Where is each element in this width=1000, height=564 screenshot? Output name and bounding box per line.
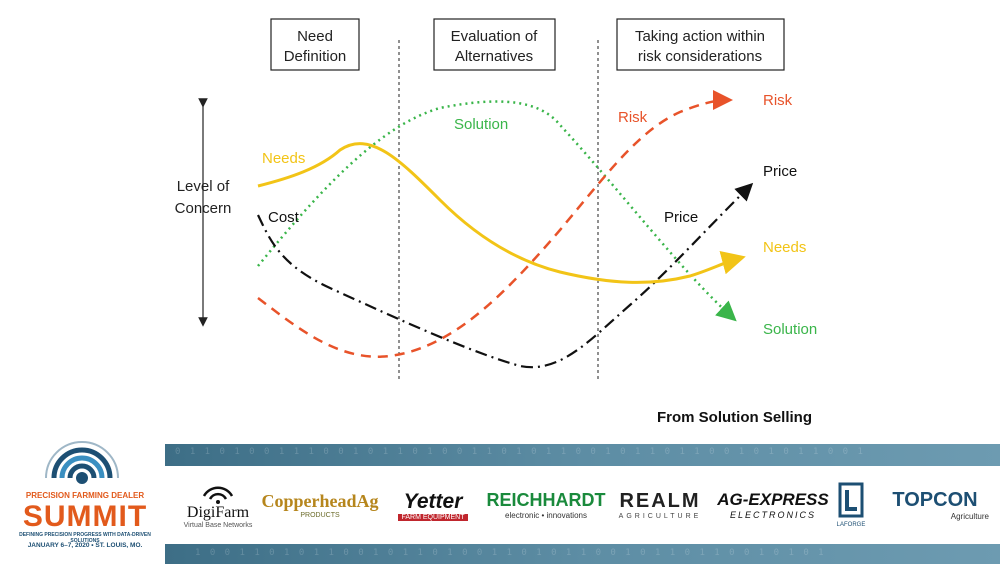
solution-selling-diagram: Need Definition Evaluation of Alternativ…	[175, 18, 817, 382]
price-label-mid: Price	[664, 209, 698, 226]
sponsor-copperheadag: CopperheadAg PRODUCTS	[261, 466, 379, 544]
source-caption: From Solution Selling	[657, 409, 812, 426]
sponsor-sub: ELECTRONICS	[729, 510, 816, 520]
event-tagline: DEFINING PRECISION PROGRESS WITH DATA-DR…	[19, 532, 151, 544]
price-curve	[257, 182, 754, 369]
phase-label-line1: Taking action within	[635, 28, 765, 45]
phase-label-line2: risk considerations	[638, 48, 762, 65]
needs-curve	[257, 142, 746, 284]
risk-label-start: Risk	[618, 109, 648, 126]
sponsor-realm: REALM AGRICULTURE	[607, 466, 713, 544]
sponsor-name: CopperheadAg	[261, 491, 379, 511]
wifi-icon	[202, 486, 234, 504]
sponsor-name: Yetter	[403, 489, 463, 513]
sponsor-digifarm: DigiFarm Virtual Base Networks	[173, 466, 263, 544]
phase-box-taking-action: Taking action within risk considerations	[616, 18, 785, 71]
laforge-logo-icon	[838, 482, 864, 518]
sponsor-name: LAFORGE	[836, 522, 866, 528]
sponsor-topcon: TOPCON Agriculture	[873, 466, 997, 544]
cost-label: Cost	[268, 209, 300, 226]
needs-label-end: Needs	[763, 239, 806, 256]
sponsor-ag-express: AG-EXPRESS ELECTRONICS	[717, 466, 829, 544]
needs-label-start: Needs	[262, 150, 305, 167]
sponsor-sub: AGRICULTURE	[618, 513, 702, 520]
sponsor-strip: DigiFarm Virtual Base Networks Copperhea…	[165, 466, 1000, 544]
solution-curve	[257, 100, 737, 322]
axis-label-line2: Concern	[175, 200, 232, 217]
sponsor-sub: Agriculture	[950, 512, 989, 521]
sponsor-name: AG-EXPRESS	[717, 490, 829, 509]
solution-label-start: Solution	[454, 116, 508, 133]
summit-logo: PRECISION FARMING DEALER SUMMIT DEFINING…	[0, 430, 165, 564]
phase-label-line2: Alternatives	[455, 48, 533, 65]
sponsor-laforge: LAFORGE	[831, 466, 871, 544]
sponsor-name: REALM	[619, 490, 701, 512]
sponsor-name: REICHHARDT	[486, 490, 606, 510]
sponsor-reichhardt: REICHHARDT electronic • innovations	[487, 466, 606, 544]
sponsor-yetter: Yetter FARM EQUIPMENT	[383, 466, 483, 544]
event-title: SUMMIT	[22, 500, 148, 533]
binary-pattern: 0 1 1 0 1 0 0 1 1 1 0 0 1 0 1 1 0 1 0 0 …	[175, 447, 865, 457]
event-date: JANUARY 6–7, 2020 • ST. LOUIS, MO.	[27, 542, 143, 549]
sponsor-sub: FARM EQUIPMENT	[398, 513, 468, 521]
sponsor-sub: PRODUCTS	[300, 512, 340, 519]
binary-pattern: 1 0 0 1 1 0 1 0 1 1 0 0 1 0 1 1 0 1 0 0 …	[195, 548, 826, 558]
sponsor-sub: electronic • innovations	[505, 511, 587, 520]
sponsor-sub: Virtual Base Networks	[183, 521, 253, 529]
risk-curve	[257, 90, 733, 358]
solution-label-end: Solution	[763, 321, 817, 338]
sponsor-name: DigiFarm	[186, 503, 250, 521]
event-line1: PRECISION FARMING DEALER	[25, 491, 145, 500]
phase-label-line1: Need	[297, 28, 333, 45]
wifi-signal-icon	[45, 441, 119, 484]
phase-box-need-definition: Need Definition	[270, 18, 360, 71]
phase-label-line2: Definition	[284, 48, 347, 65]
sponsor-name: TOPCON	[892, 489, 978, 511]
axis-label-line1: Level of	[177, 178, 230, 195]
phase-box-evaluation: Evaluation of Alternatives	[433, 18, 556, 71]
risk-label-end: Risk	[763, 92, 793, 109]
phase-label-line1: Evaluation of	[451, 28, 539, 45]
price-label-end: Price	[763, 163, 797, 180]
